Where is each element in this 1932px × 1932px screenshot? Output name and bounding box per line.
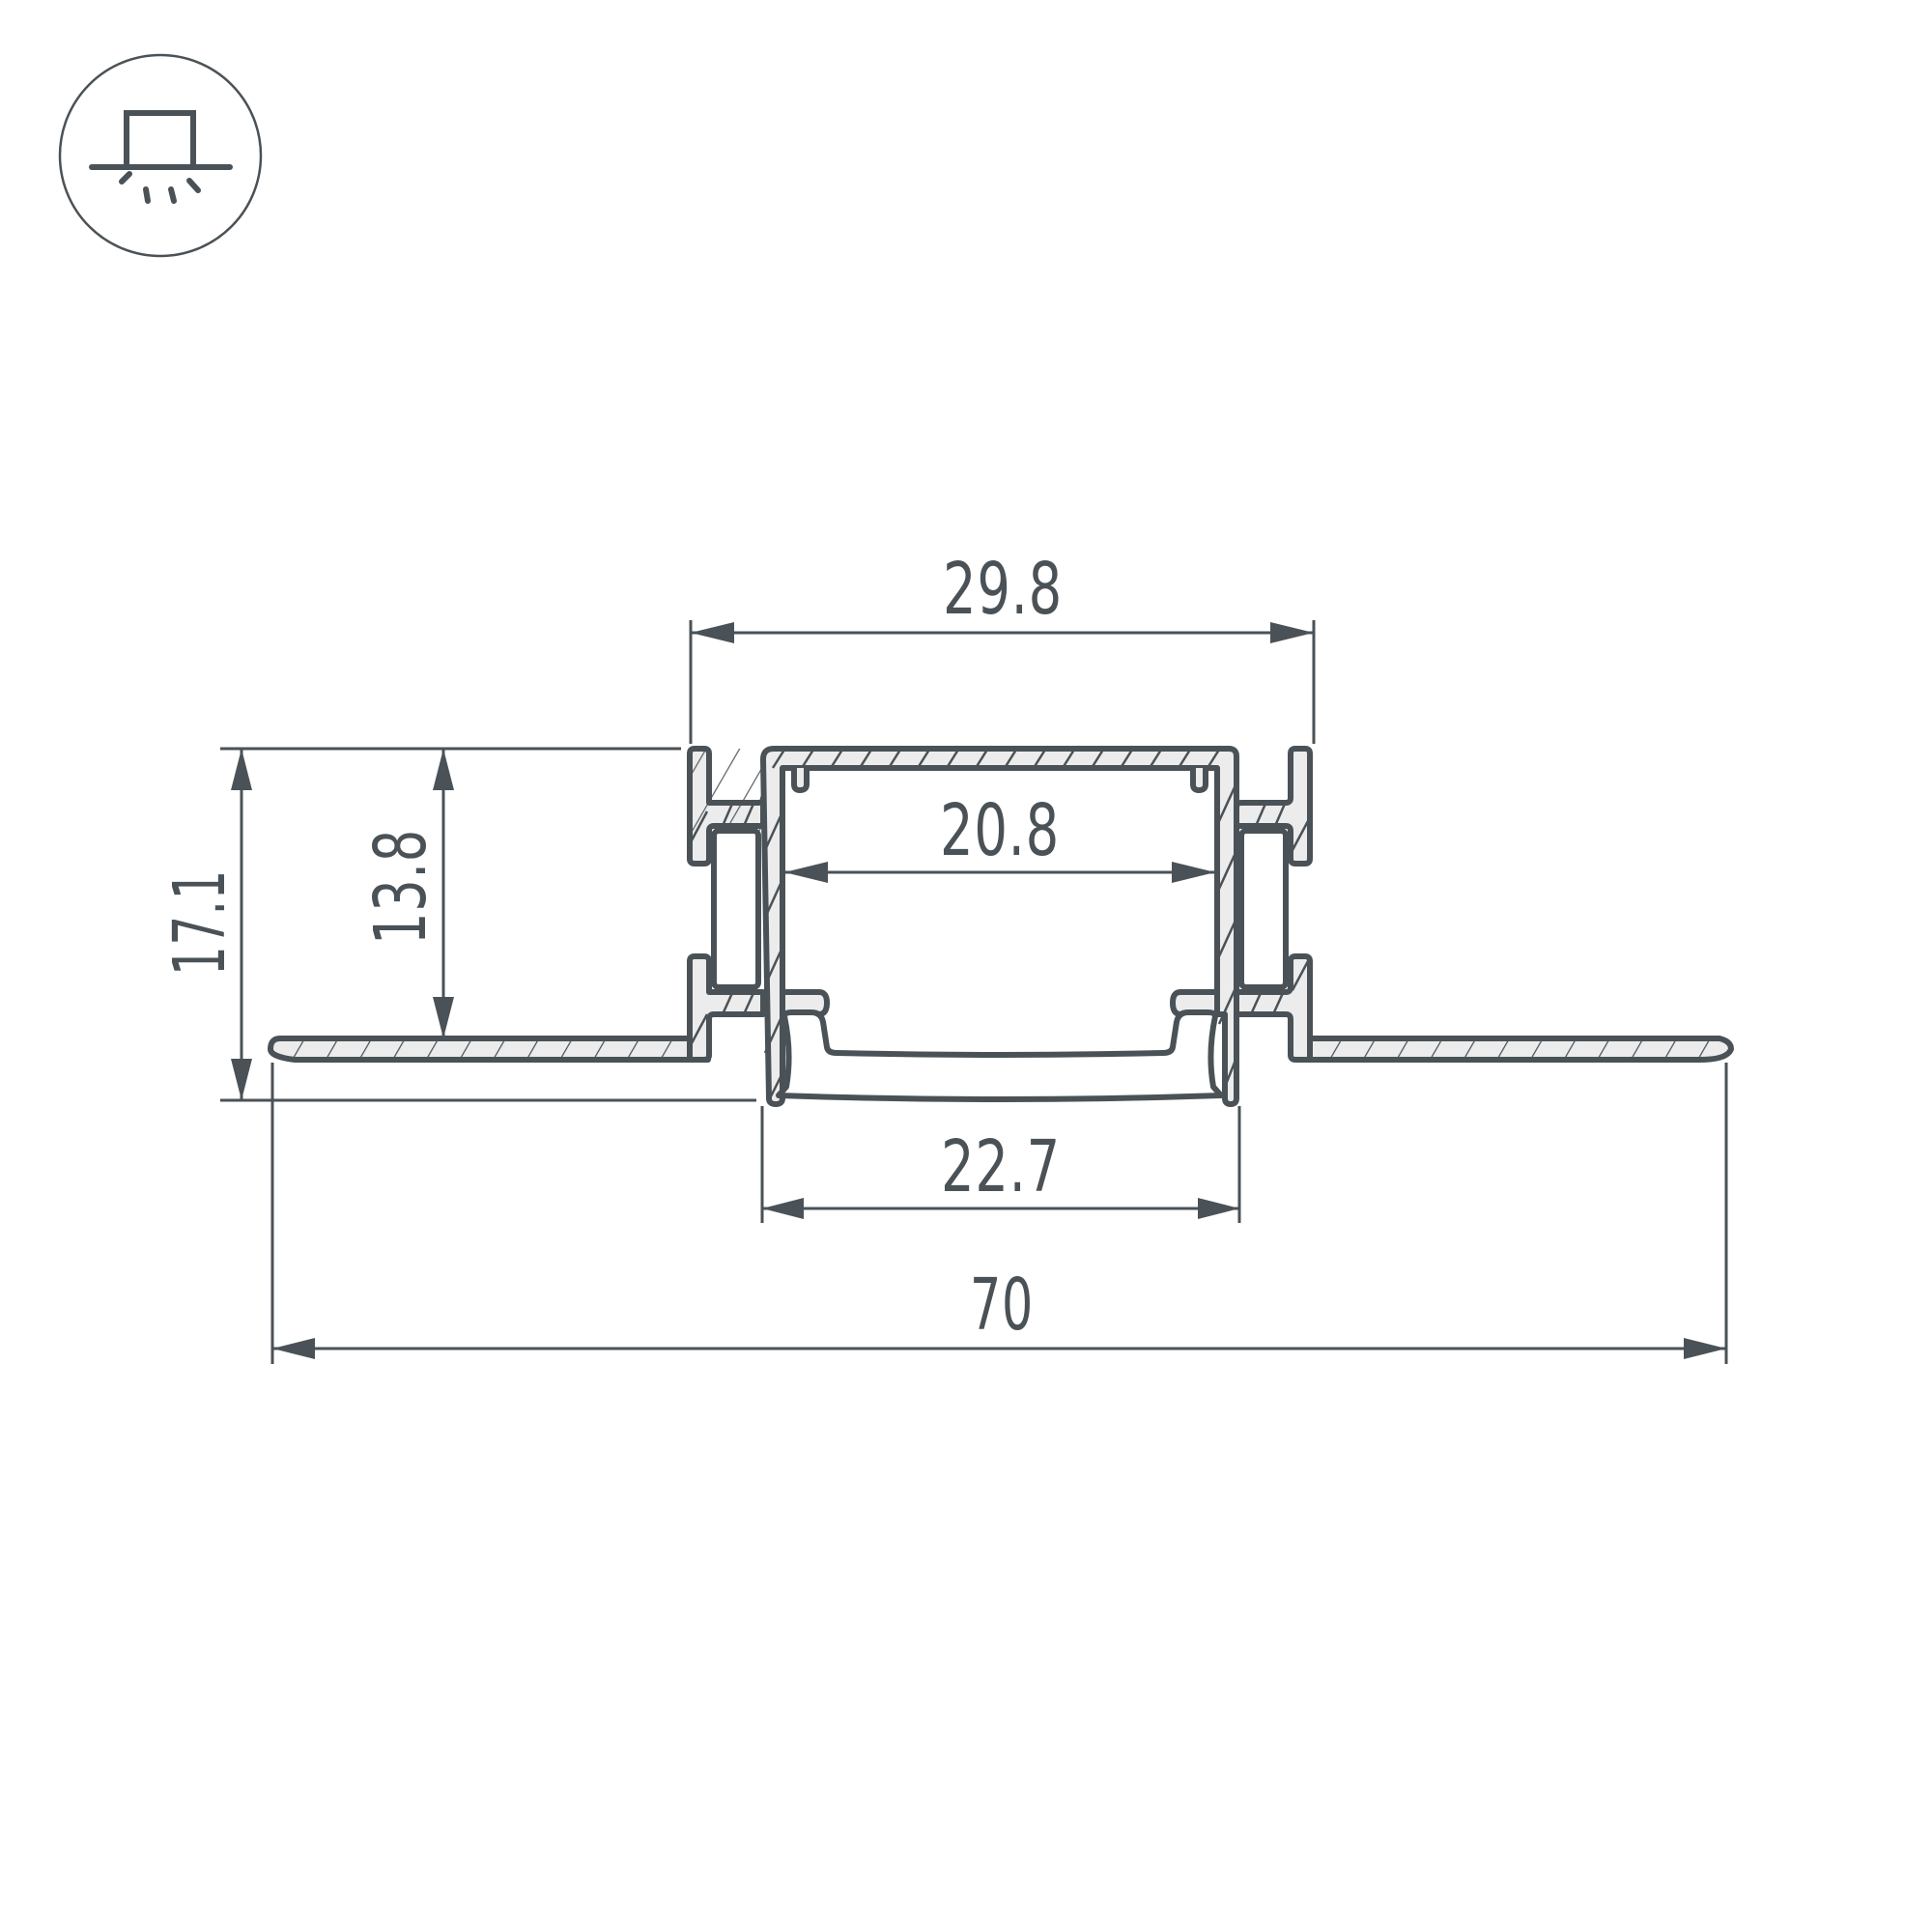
diffuser bbox=[776, 1009, 1224, 1102]
fin-hatch bbox=[690, 803, 1310, 1044]
left-wall bbox=[760, 746, 1239, 1107]
right-cavity bbox=[1238, 828, 1289, 990]
dimension-recess-depth: 13.8 bbox=[359, 749, 454, 1038]
dimension-label-13-8: 13.8 bbox=[359, 829, 442, 945]
dimension-label-70: 70 bbox=[970, 1264, 1034, 1347]
dimension-label-22-7: 22.7 bbox=[941, 1125, 1061, 1208]
dimension-label-20-8: 20.8 bbox=[940, 789, 1060, 872]
dimension-label-29-8: 29.8 bbox=[943, 548, 1063, 631]
right-inner-tab bbox=[1190, 768, 1208, 793]
recessed-ceiling-light-icon bbox=[58, 53, 263, 258]
left-cavity bbox=[711, 828, 761, 990]
dimension-inner-width: 20.8 bbox=[784, 789, 1215, 883]
right-upper-fin bbox=[1234, 746, 1313, 867]
dimension-total-height: 17.1 bbox=[158, 747, 756, 1102]
left-wall-hatch bbox=[763, 815, 782, 1097]
top-bar-hatch bbox=[771, 749, 1221, 769]
right-wall-hatch bbox=[1217, 786, 1236, 1088]
dimension-label-17-1: 17.1 bbox=[158, 869, 242, 976]
dimension-diffuser-width: 22.7 bbox=[760, 1106, 1241, 1223]
aluminium-profile bbox=[268, 746, 1734, 1107]
left-inner-tab bbox=[791, 768, 810, 793]
dimension-overall-width: 70 bbox=[270, 1063, 1728, 1364]
right-lower-fin bbox=[1234, 953, 1313, 1063]
dimension-top-width: 29.8 bbox=[689, 548, 1316, 744]
